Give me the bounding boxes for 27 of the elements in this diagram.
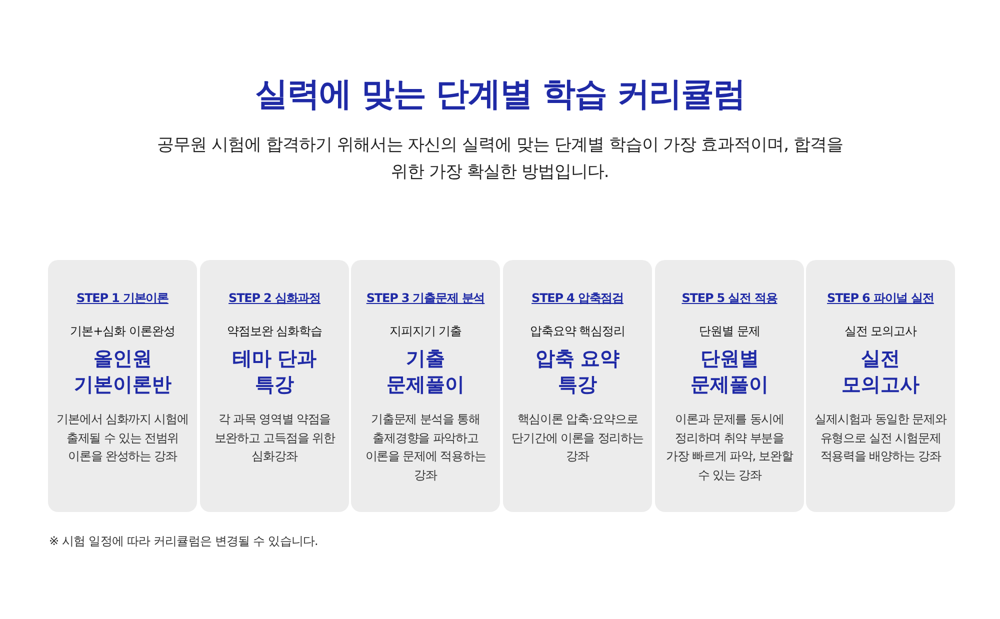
step-heading: STEP 5 실전 적용: [680, 290, 778, 307]
course-tagline: 약점보완 심화학습: [226, 323, 324, 340]
course-tagline: 실전 모의고사: [843, 323, 918, 340]
course-description: 각 과목 영역별 약점을 보완하고 고득점을 위한 심화강좌: [213, 411, 336, 465]
step-heading: STEP 4 압축점검: [530, 290, 624, 307]
course-tagline: 단원별 문제: [698, 323, 761, 340]
course-description: 핵심이론 압축·요약으로 단기간에 이론을 정리하는 강좌: [511, 411, 644, 465]
step-heading: STEP 2 심화과정: [228, 290, 322, 307]
course-name: 실전 모의고사: [840, 346, 920, 398]
course-description: 실제시험과 동일한 문제와 유형으로 실전 시험문제 적용력을 배양하는 강좌: [814, 411, 947, 465]
course-description: 기출문제 분석을 통해 출제경향을 파악하고 이론을 문제에 적용하는 강좌: [364, 411, 487, 484]
course-tagline: 압축요약 핵심정리: [528, 323, 626, 340]
course-tagline: 지피지기 기출: [388, 323, 463, 340]
step-heading: STEP 1 기본이론: [76, 290, 170, 307]
course-name: 올인원 기본이론반: [72, 346, 172, 398]
course-tagline: 기본+심화 이론완성: [69, 323, 176, 340]
step-heading: STEP 6 파이널 실전: [826, 290, 935, 307]
step-heading: STEP 3 기출문제 분석: [365, 290, 486, 307]
course-name: 단원별 문제풀이: [690, 346, 770, 398]
footnote: ※ 시험 일정에 따라 커리큘럼은 변경될 수 있습니다.: [49, 533, 318, 550]
course-name: 압축 요약 특강: [534, 346, 621, 398]
course-name: 기출 문제풀이: [386, 346, 466, 398]
course-description: 기본에서 심화까지 시험에 출제될 수 있는 전범위 이론을 완성하는 강좌: [56, 411, 189, 465]
course-name: 테마 단과 특강: [231, 346, 318, 398]
page-title: 실력에 맞는 단계별 학습 커리큘럼: [254, 73, 746, 115]
intro-paragraph: 공무원 시험에 합격하기 위해서는 자신의 실력에 맞는 단계별 학습이 가장 효과적이며, 합격을 위한 가장 확실한 방법입니다.: [156, 134, 844, 184]
course-description: 이론과 문제를 동시에 정리하며 취약 부분을 가장 빠르게 파악, 보완할 수 있는 강좌: [665, 411, 794, 484]
